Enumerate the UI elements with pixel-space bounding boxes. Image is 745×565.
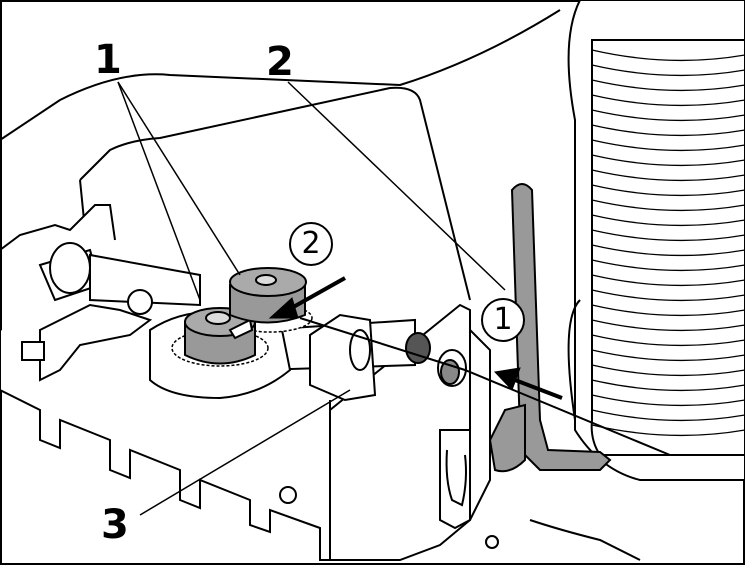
spool-windings	[591, 49, 745, 437]
wire-guide-tube	[488, 183, 612, 473]
wire-spool	[529, 0, 745, 561]
callout-feed-shaft: 3	[101, 502, 129, 548]
welding-wire	[299, 317, 671, 456]
callout-guide-rollers: 1	[94, 37, 122, 83]
callout-wire-guide: 2	[266, 39, 294, 85]
insert-arrow-icon	[268, 297, 299, 319]
feed-arrows	[268, 276, 563, 400]
step-2-badge: 2	[289, 222, 333, 266]
step-1-badge: 1	[481, 298, 525, 342]
feed-arrow-icon	[493, 367, 521, 391]
callout-leaders	[117, 81, 506, 516]
